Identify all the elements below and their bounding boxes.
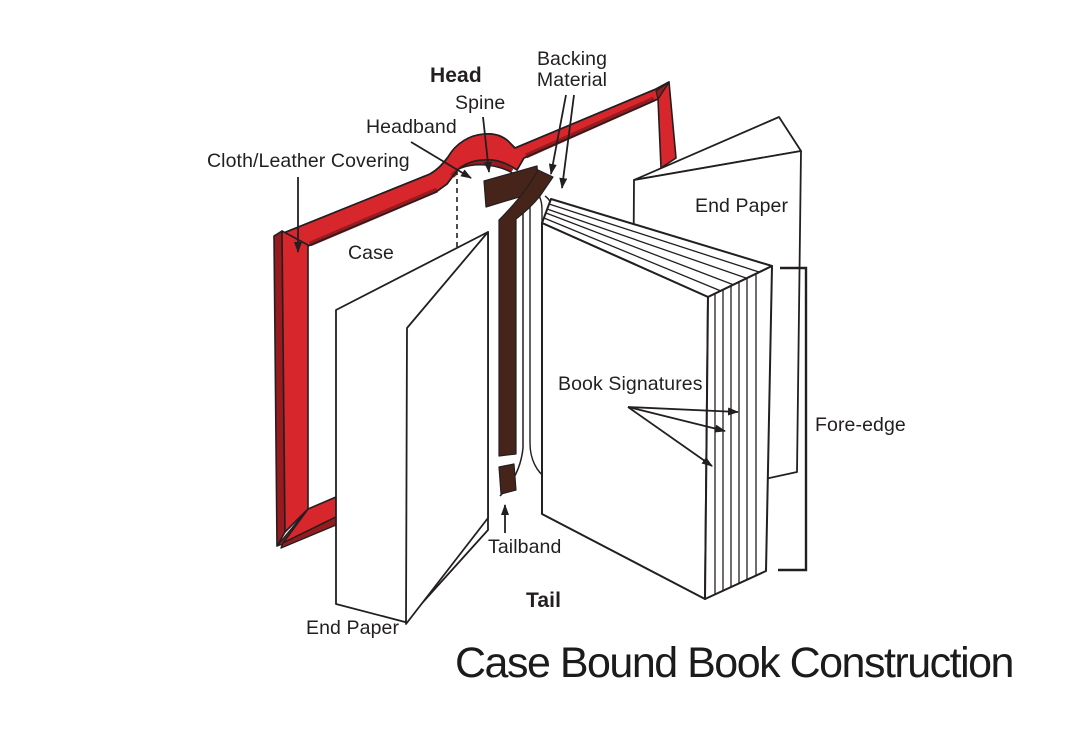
- tailband-strip: [498, 463, 517, 495]
- arrow-backing-material-2: [559, 94, 575, 189]
- page-title: Case Bound Book Construction: [455, 639, 1014, 687]
- arrow-book-signatures-1: [627, 406, 739, 416]
- case-top-bar-outline: [275, 81, 670, 247]
- annotation-arrows: [294, 94, 739, 533]
- label-case: Case: [348, 242, 394, 264]
- arrow-backing-material-1: [548, 94, 567, 175]
- backing-strip: [498, 169, 554, 457]
- label-end-paper-left: End Paper: [306, 617, 400, 639]
- label-headband: Headband: [366, 116, 457, 138]
- end-paper-left-sheets: [335, 231, 489, 625]
- label-tailband: Tailband: [488, 536, 562, 558]
- fore-edge-bracket: [778, 266, 808, 572]
- end-paper-left-front-leaf: [405, 231, 489, 625]
- label-tail: Tail: [526, 589, 562, 612]
- case-right-bar-mitre: [655, 81, 670, 100]
- signature-ridges: [543, 203, 760, 292]
- arrow-book-signatures-3: [627, 406, 713, 467]
- label-end-paper-right: End Paper: [695, 195, 789, 217]
- arrow-headband: [410, 141, 472, 179]
- label-book-signatures: Book Signatures: [558, 373, 703, 395]
- case-left-bar: [281, 230, 309, 533]
- label-fore-edge: Fore-edge: [815, 414, 906, 436]
- arrow-spine: [482, 116, 492, 173]
- case-cover: [273, 81, 677, 549]
- label-head: Head: [430, 64, 482, 87]
- label-cloth-leather-covering: Cloth/Leather Covering: [207, 150, 410, 172]
- arrow-book-signatures-2: [627, 406, 726, 433]
- signature-edge-lines: [714, 274, 757, 594]
- book-block: [541, 198, 773, 600]
- label-backing-material: Backing Material: [536, 48, 608, 92]
- label-spine: Spine: [455, 92, 506, 114]
